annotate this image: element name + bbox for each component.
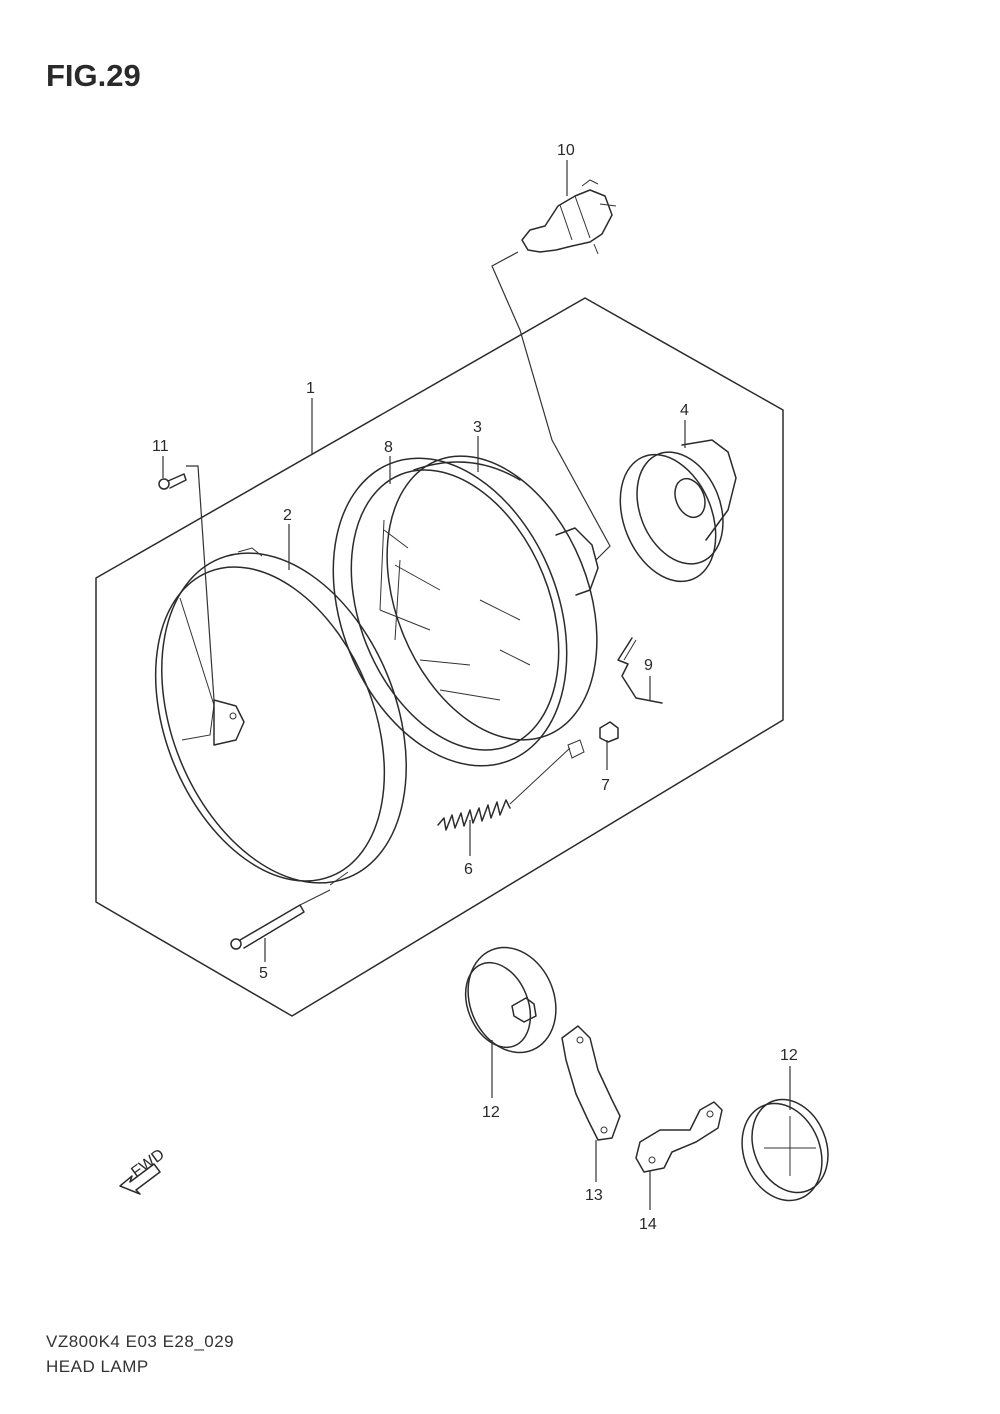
part-group-name: HEAD LAMP <box>46 1357 149 1376</box>
part-2-rim[interactable] <box>112 517 452 920</box>
part-12-grommet-left[interactable] <box>453 934 571 1066</box>
callout-2: 2 <box>283 507 292 524</box>
figure-title: FIG.29 <box>46 58 141 93</box>
part-11-screw[interactable] <box>158 473 187 490</box>
assembly-outline <box>95 297 784 1017</box>
callout-8: 8 <box>384 439 393 456</box>
callout-5: 5 <box>259 965 268 982</box>
callout-6: 6 <box>464 861 473 878</box>
model-code: VZ800K4 E03 E28_029 <box>46 1332 235 1351</box>
callout-7: 7 <box>601 777 610 794</box>
fwd-label: FWD <box>128 1146 167 1181</box>
callout-1: 1 <box>306 380 315 397</box>
fwd-arrow-icon: FWD <box>119 1146 168 1195</box>
callout-14: 14 <box>639 1216 657 1233</box>
callout-9: 9 <box>644 657 653 674</box>
part-13-bracket[interactable] <box>561 1025 621 1141</box>
callout-4: 4 <box>680 402 689 419</box>
callout-13: 13 <box>585 1187 603 1204</box>
part-9-clip[interactable] <box>617 637 663 704</box>
callout-11: 11 <box>152 438 169 455</box>
part-14-stay[interactable] <box>635 1101 723 1173</box>
callout-10: 10 <box>557 142 575 159</box>
part-8-lens-unit[interactable] <box>290 423 610 801</box>
part-12-cap-right[interactable] <box>728 1088 841 1213</box>
leader-lines <box>162 160 791 1210</box>
part-4-socket-cover[interactable] <box>602 439 738 595</box>
callout-3: 3 <box>473 419 482 436</box>
part-5-screw[interactable] <box>230 889 331 950</box>
part-6-spring[interactable] <box>437 747 571 831</box>
callout-12-right: 12 <box>780 1047 798 1064</box>
callout-12-left: 12 <box>482 1104 500 1121</box>
part-7-nut[interactable] <box>599 721 619 743</box>
part-3-housing[interactable] <box>348 425 637 771</box>
part-10-bulb[interactable] <box>521 179 617 255</box>
